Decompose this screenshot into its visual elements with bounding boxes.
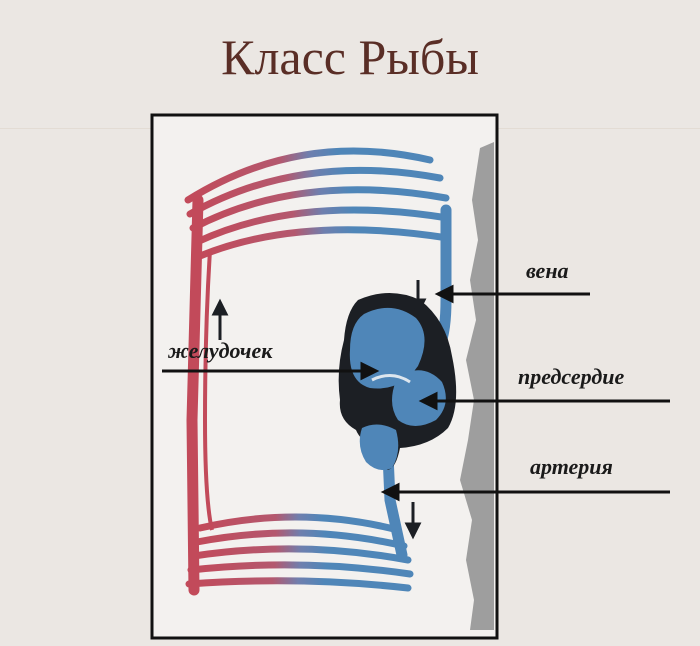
pointer-arrows — [162, 284, 670, 502]
bulbus-chamber — [359, 424, 399, 470]
dorsal-aorta-inner — [202, 249, 214, 531]
artery-vessel — [382, 449, 408, 561]
flow-arrows — [211, 280, 427, 540]
atrium-label: предсердие — [518, 364, 625, 389]
slide-title: Класс Рыбы — [221, 29, 479, 85]
vein-label: вена — [526, 258, 569, 283]
ventricle-label: желудочек — [168, 338, 273, 363]
dorsal-aorta — [186, 194, 204, 596]
lower-capillaries — [185, 513, 414, 592]
atrium-chamber — [392, 370, 446, 426]
heart-valve — [371, 374, 411, 384]
shadow-strip — [460, 142, 494, 630]
upper-capillaries — [184, 147, 452, 260]
artery-label: артерия — [530, 454, 613, 479]
